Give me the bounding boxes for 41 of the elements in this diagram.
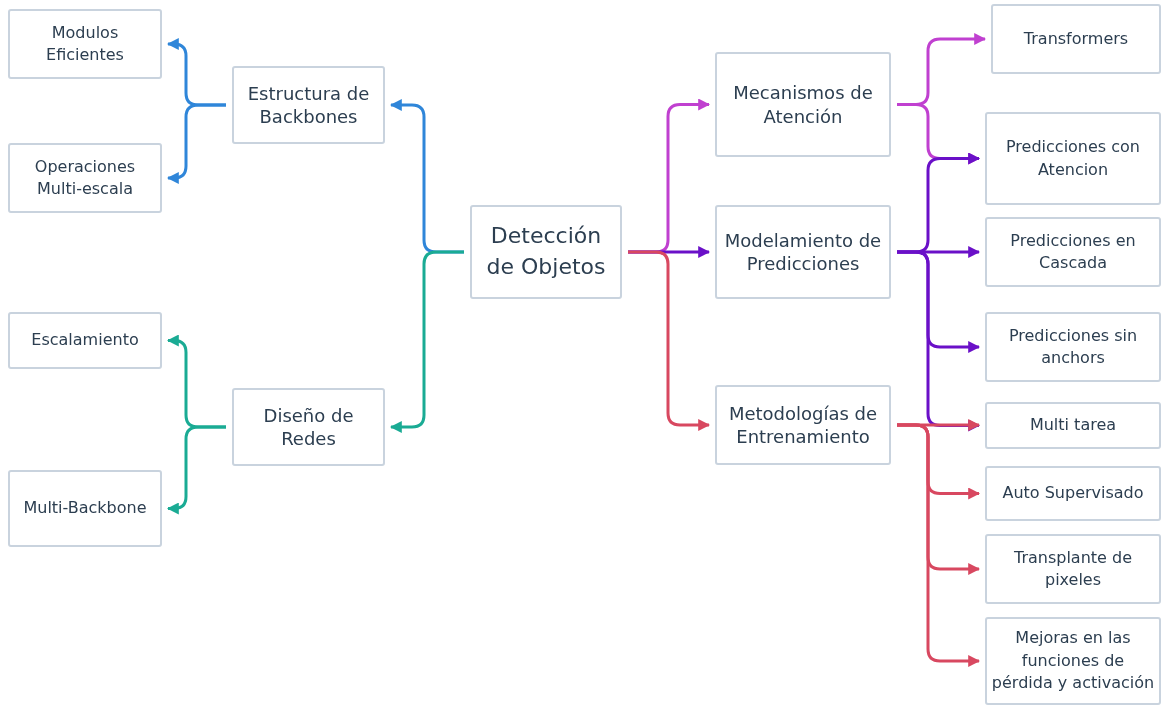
connector-arrow (166, 425, 226, 515)
topic-box (715, 52, 891, 157)
topic-box (985, 617, 1161, 705)
topic-label: Modulos Eficientes (45, 21, 125, 66)
topic-label: Predicciones en Cascada (1009, 229, 1137, 274)
topic-label: Metodologías de Entrenamiento (727, 401, 879, 449)
topic-label: Transformers (1023, 27, 1129, 50)
topic-label: Predicciones sin anchors (1007, 324, 1139, 369)
topic-box (985, 466, 1161, 521)
topic-label: Multi-Backbone (23, 497, 147, 520)
topic-box (232, 388, 385, 466)
topic-box (232, 66, 385, 144)
topic-box (991, 4, 1161, 74)
topic-label: Mejoras en las funciones de pérdida y activación (991, 627, 1155, 695)
topic-box (985, 402, 1161, 449)
topic-box (8, 312, 162, 369)
topic-label: Operaciones Multi-escala (33, 155, 137, 200)
topic-label: Multi tarea (1029, 414, 1117, 437)
connector-arrow (628, 250, 711, 431)
topic-label: Detección de Objetos (485, 222, 607, 281)
topic-box (8, 470, 162, 547)
topic-label: Predicciones con Atencion (1005, 136, 1141, 181)
topic-box (985, 312, 1161, 382)
topic-box (8, 9, 162, 79)
topic-box (470, 205, 622, 299)
topic-box (985, 534, 1161, 604)
connector-arrow (897, 423, 981, 667)
topic-box (985, 217, 1161, 287)
topic-label: Auto Supervisado (1002, 482, 1144, 505)
topic-label: Modelamiento de Predicciones (723, 228, 883, 276)
connector-arrow (166, 103, 226, 184)
topic-box (715, 385, 891, 465)
topic-box (8, 143, 162, 213)
topic-label: Mecanismos de Atención (732, 81, 874, 128)
topic-box (985, 112, 1161, 205)
topic-label: Transplante de pixeles (1013, 546, 1133, 591)
connector-arrow (389, 250, 464, 433)
topic-label: Diseño de Redes (262, 403, 355, 451)
topic-label: Escalamiento (31, 329, 139, 352)
topic-box (715, 205, 891, 299)
topic-label: Estructura de Backbones (246, 81, 371, 129)
